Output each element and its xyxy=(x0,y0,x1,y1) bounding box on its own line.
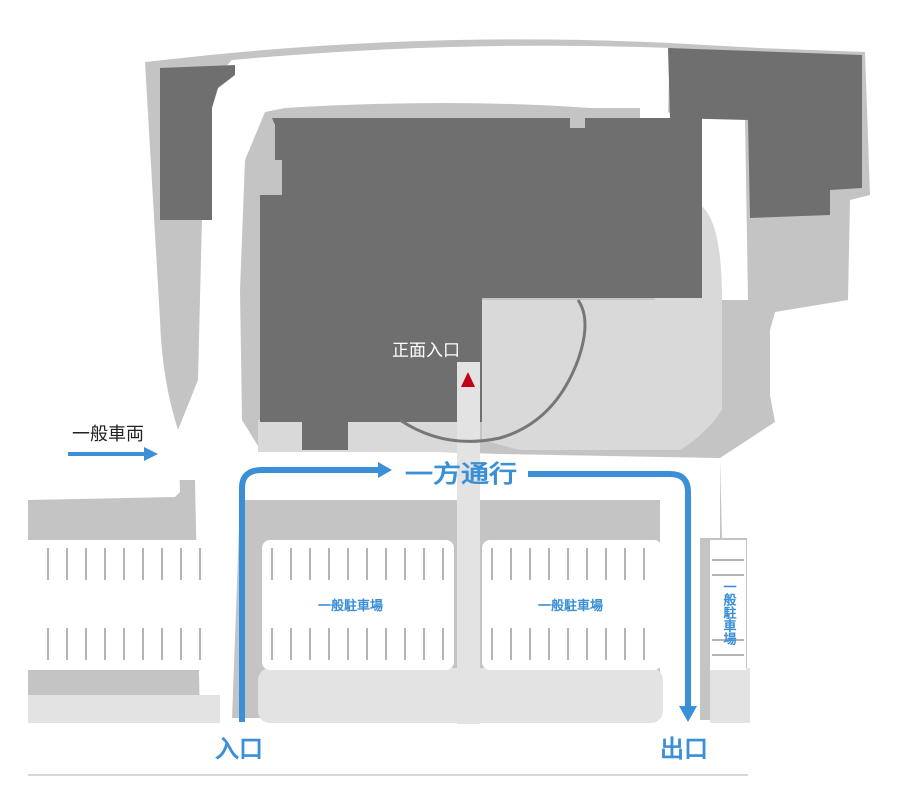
parking-right-vertical-label: 一般駐車場 xyxy=(721,580,737,646)
general-vehicle-label: 一般車両 xyxy=(72,424,144,445)
parking-stall-lines xyxy=(47,548,744,660)
parking-left xyxy=(28,540,218,670)
building-top-left xyxy=(160,65,235,220)
one-way-route-right xyxy=(528,471,691,708)
entry-label: 入口 xyxy=(215,735,263,763)
ring-road xyxy=(212,45,748,720)
one-way-arrowhead-right xyxy=(378,462,392,478)
one-way-route-left xyxy=(239,467,378,722)
red-triangle-icon xyxy=(461,372,475,387)
one-way-arrowhead-down xyxy=(679,706,697,722)
parking-right-base xyxy=(710,668,750,723)
parking-left-base xyxy=(28,695,220,723)
exit-label: 出口 xyxy=(660,735,708,763)
curved-drive-line xyxy=(399,299,587,443)
main-entrance-label: 正面入口 xyxy=(392,341,460,361)
one-way-label: 一方通行 xyxy=(405,460,517,488)
main-building xyxy=(260,118,702,450)
parking-center-left-label: 一般駐車場 xyxy=(318,598,383,614)
parking-center-right xyxy=(482,540,662,670)
building-top-right xyxy=(668,48,862,218)
entrance-walkway xyxy=(457,362,480,724)
parking-right xyxy=(710,540,746,670)
plaza-left xyxy=(258,420,458,452)
parking-center-right-label: 一般駐車場 xyxy=(538,598,603,614)
general-vehicle-arrowhead xyxy=(144,447,158,461)
